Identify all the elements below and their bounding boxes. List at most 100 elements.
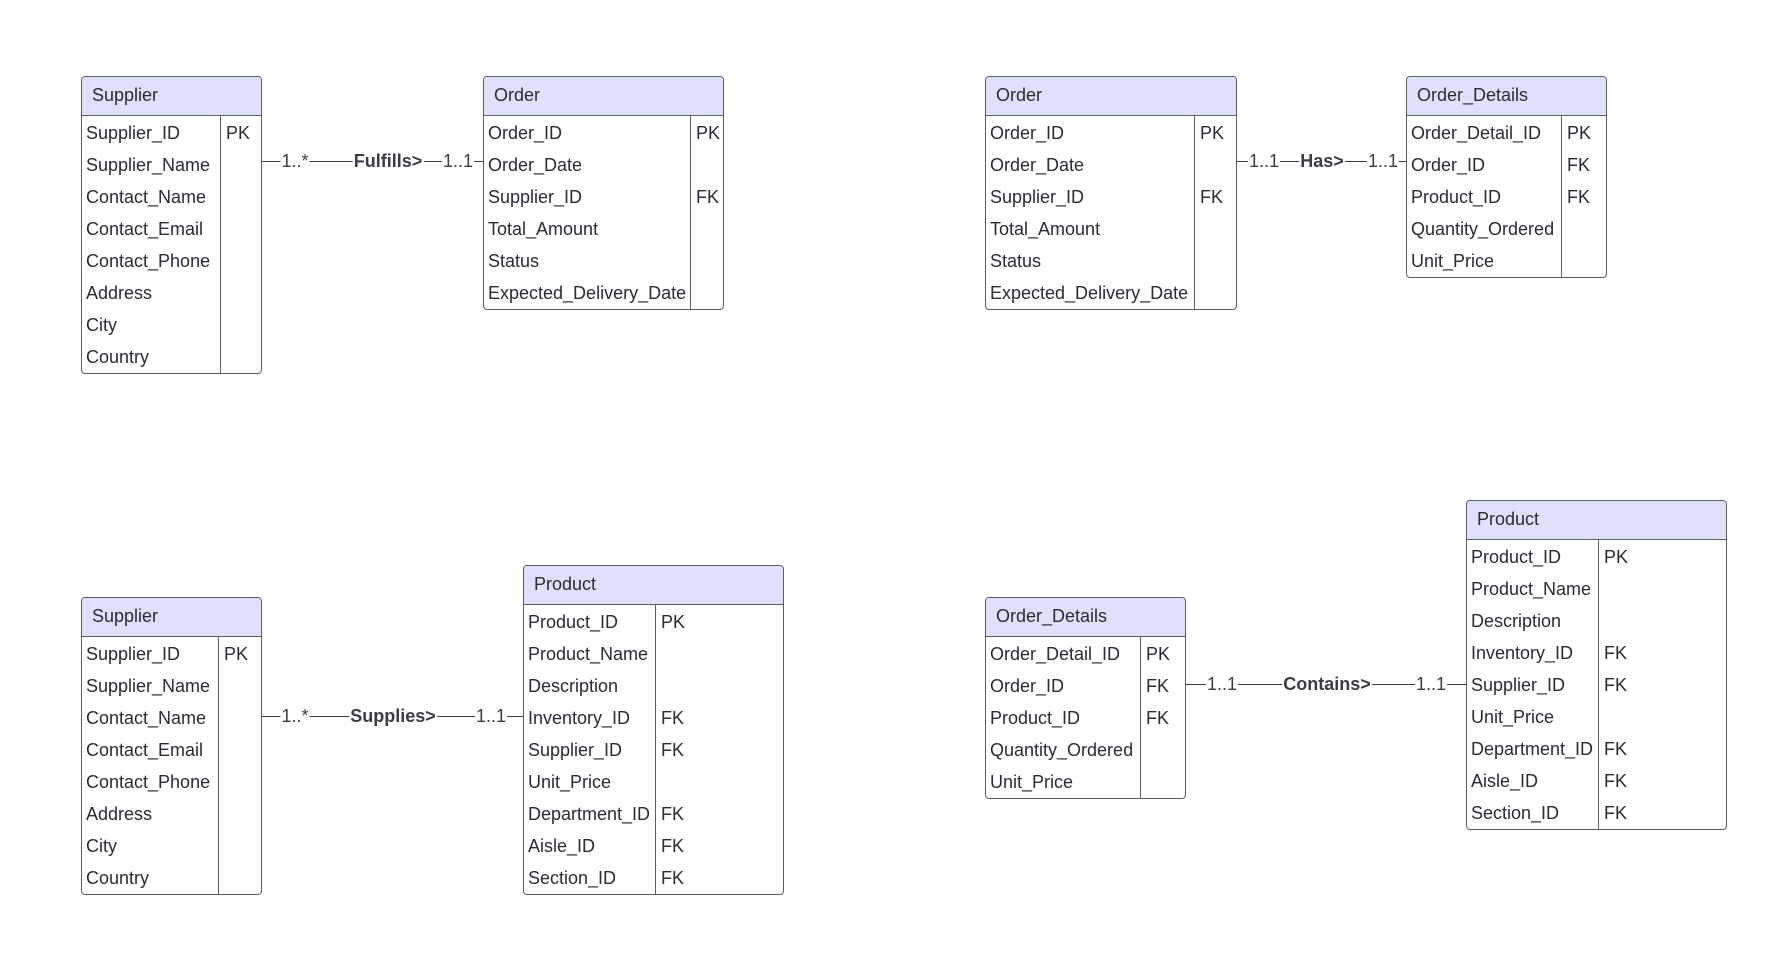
field-row[interactable]: Total_Amount — [484, 213, 723, 245]
relationship-fulfills[interactable]: 1..*Fulfills>1..1 — [262, 149, 483, 173]
field-key-badge: FK — [661, 708, 685, 728]
field-name: Unit_Price — [528, 772, 612, 792]
field-row[interactable]: Address — [82, 277, 261, 309]
field-row[interactable]: Quantity_Ordered — [1407, 213, 1606, 245]
field-name: Aisle_ID — [1471, 771, 1539, 791]
field-name: Contact_Phone — [86, 772, 211, 792]
field-row[interactable]: Expected_Delivery_Date — [484, 277, 723, 309]
field-name: Expected_Delivery_Date — [990, 283, 1189, 303]
field-name: Section_ID — [1471, 803, 1560, 823]
key-column-divider — [220, 116, 221, 373]
field-row[interactable]: Status — [986, 245, 1236, 277]
field-key-badge: FK — [1146, 676, 1170, 696]
entity-title: Order_Details — [1407, 77, 1606, 116]
field-name: Address — [86, 283, 153, 303]
field-row[interactable]: Quantity_Ordered — [986, 734, 1185, 766]
cardinality-left: 1..* — [280, 151, 310, 171]
field-row[interactable]: Expected_Delivery_Date — [986, 277, 1236, 309]
field-name: Order_ID — [488, 123, 563, 143]
field-row[interactable]: Supplier_Name — [82, 149, 261, 181]
field-row[interactable]: Description — [524, 670, 783, 702]
field-row[interactable]: Country — [82, 862, 261, 894]
field-row[interactable]: Product_Name — [1467, 573, 1726, 605]
field-row[interactable]: Contact_Email — [82, 734, 261, 766]
field-row[interactable]: Contact_Name — [82, 702, 261, 734]
field-row[interactable]: Unit_Price — [524, 766, 783, 798]
field-key-badge: FK — [1200, 187, 1224, 207]
field-row[interactable]: Contact_Phone — [82, 766, 261, 798]
field-name: Supplier_Name — [86, 155, 211, 175]
field-row[interactable]: Status — [484, 245, 723, 277]
field-key-badge: FK — [1567, 187, 1591, 207]
field-row[interactable]: City — [82, 830, 261, 862]
field-key-badge: FK — [661, 868, 685, 888]
field-name: Product_Name — [1471, 579, 1592, 599]
field-name: Quantity_Ordered — [1411, 219, 1555, 239]
field-key-badge: FK — [661, 804, 685, 824]
field-row[interactable]: Country — [82, 341, 261, 373]
field-row[interactable]: City — [82, 309, 261, 341]
cardinality-right: 1..1 — [441, 151, 475, 171]
field-key-badge: PK — [1567, 123, 1592, 143]
field-name: Country — [86, 347, 150, 367]
field-row[interactable]: Order_Date — [484, 149, 723, 181]
field-row[interactable]: Total_Amount — [986, 213, 1236, 245]
field-row[interactable]: Unit_Price — [1467, 701, 1726, 733]
field-row[interactable]: Order_Date — [986, 149, 1236, 181]
relationship-supplies[interactable]: 1..*Supplies>1..1 — [262, 704, 523, 728]
field-row[interactable]: Description — [1467, 605, 1726, 637]
key-column-divider — [1561, 116, 1562, 277]
field-name: Supplier_ID — [528, 740, 623, 760]
field-row[interactable]: Unit_Price — [1407, 245, 1606, 277]
field-key-badge: FK — [1604, 675, 1628, 695]
field-row[interactable]: Supplier_Name — [82, 670, 261, 702]
field-row[interactable]: Contact_Phone — [82, 245, 261, 277]
field-row[interactable]: Unit_Price — [986, 766, 1185, 798]
field-row[interactable]: Address — [82, 798, 261, 830]
field-name: Total_Amount — [488, 219, 599, 239]
field-name: Country — [86, 868, 150, 888]
field-row[interactable]: Contact_Name — [82, 181, 261, 213]
field-name: Address — [86, 804, 153, 824]
field-row[interactable]: Contact_Email — [82, 213, 261, 245]
field-name: Product_ID — [528, 612, 619, 632]
field-row[interactable]: Product_Name — [524, 638, 783, 670]
